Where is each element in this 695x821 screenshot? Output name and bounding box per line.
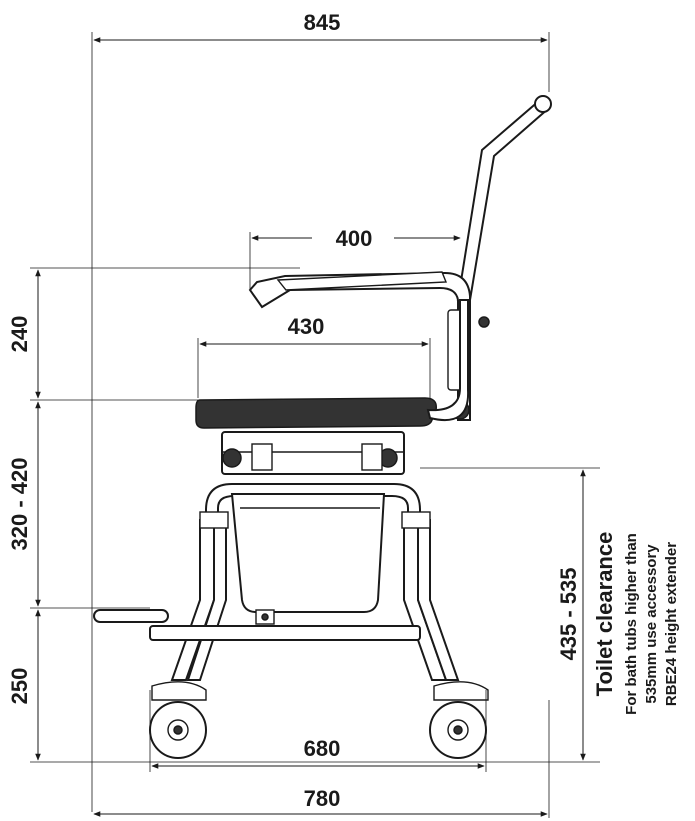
mechanism-clamp-right [361, 443, 383, 471]
leg-clip-right [401, 511, 431, 529]
seat-back-curve [426, 299, 470, 422]
note-line-1: For bath tubs higher than [623, 533, 640, 715]
armrest-pad [276, 271, 448, 291]
label-toilet-clearance: Toilet clearance [592, 532, 617, 697]
note-line-3: RBE24 height extender [663, 542, 680, 706]
mechanism-knob-left [222, 448, 242, 468]
label-845: 845 [304, 10, 341, 35]
dimension-labels: 845 400 430 240 320 - 420 250 435 - 535 … [7, 10, 680, 811]
wheel-front [149, 681, 207, 759]
mechanism-clamp-left [251, 443, 273, 471]
bottom-rail [149, 625, 421, 641]
push-handle [456, 98, 551, 301]
label-780: 780 [304, 786, 341, 811]
leg-clip-left [199, 511, 229, 529]
note-line-2: 535mm use accessory [643, 544, 660, 704]
dimension-lines [30, 32, 600, 818]
handle-knob [478, 316, 490, 328]
label-430: 430 [288, 314, 325, 339]
label-250: 250 [7, 668, 32, 705]
seat-cushion [195, 397, 438, 429]
commode-bucket [230, 493, 386, 613]
rail-bolt [261, 613, 269, 621]
chair-drawing [93, 95, 552, 759]
label-240: 240 [7, 316, 32, 353]
footrest-bar [93, 609, 169, 623]
label-320-420: 320 - 420 [7, 458, 32, 551]
wheel-rear [429, 681, 489, 759]
armrest [248, 271, 471, 421]
label-400: 400 [336, 226, 373, 251]
label-435-535: 435 - 535 [556, 568, 581, 661]
handle-grip [534, 95, 552, 113]
label-680: 680 [304, 736, 341, 761]
